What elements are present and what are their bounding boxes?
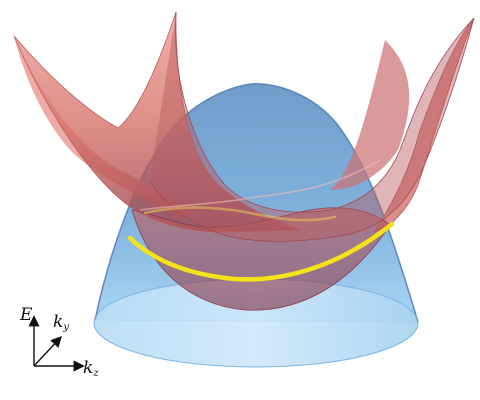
ky-label-base: k [53,312,64,332]
kz-label-base: k [83,358,94,378]
ky-label-sub: y [63,322,69,333]
ky-axis-label: ky [53,314,69,333]
band-crossing-line [127,206,395,282]
kz-axis-label: kz [83,360,99,379]
ky-axis [33,335,62,367]
kz-label-sub: z [93,368,99,379]
energy-axis-label: E [20,307,32,324]
energy-label-base: E [20,305,33,325]
electron-band-surface [13,11,475,311]
coordinate-axes [28,315,85,372]
